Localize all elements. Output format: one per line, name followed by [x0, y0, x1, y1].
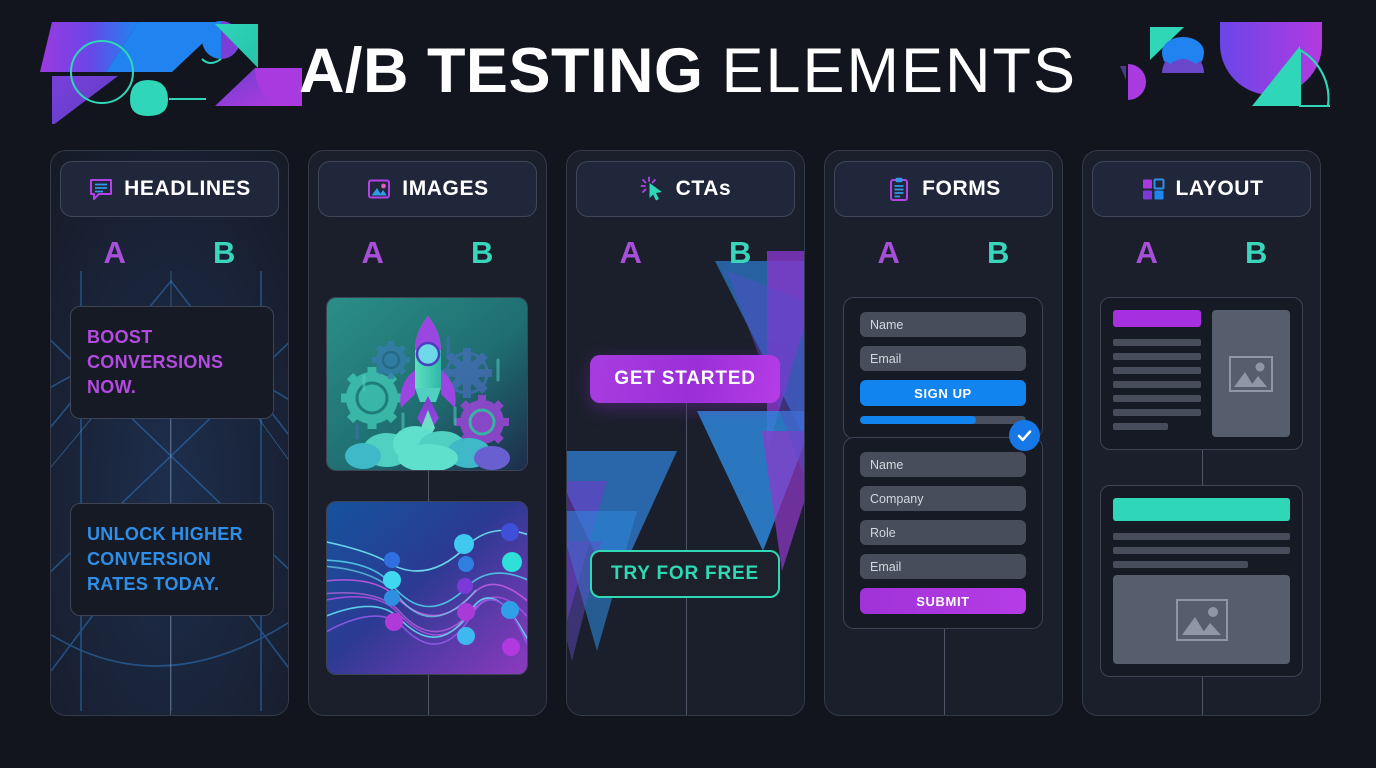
variant-a-label: A	[361, 235, 384, 270]
form-progress-fill	[860, 416, 977, 424]
wireframe-text-line	[1113, 395, 1201, 402]
image-card-a[interactable]	[326, 297, 528, 471]
ab-row-layout: A B	[1092, 229, 1311, 277]
abstract-network-nodes-illustration	[327, 502, 527, 674]
cta-button-b[interactable]: TRY FOR FREE	[590, 550, 780, 598]
chip-label: LAYOUT	[1175, 177, 1264, 200]
form-card-a[interactable]: Name Email SIGN UP	[843, 297, 1043, 439]
headline-text-b: UNLOCK HIGHER CONVERSION RATES TODAY.	[87, 524, 243, 594]
ctas-variants: GET STARTED TRY FOR FREE	[576, 277, 795, 715]
wireframe-a-header-bar	[1113, 310, 1201, 327]
headlines-variants: BOOST CONVERSIONS NOW. UNLOCK HIGHER CON…	[60, 277, 279, 715]
wireframe-b-header-bar	[1113, 498, 1290, 521]
column-ctas[interactable]: CTAs A B GET STARTED TRY FOR FREE	[566, 150, 805, 716]
wireframe-card-a[interactable]	[1100, 297, 1303, 450]
title-bold: A/B TESTING	[298, 36, 704, 106]
chip-label: FORMS	[922, 177, 1001, 200]
column-forms[interactable]: FORMS A B Name Email SIGN UP	[824, 150, 1063, 716]
variant-a-label: A	[1135, 235, 1158, 270]
wireframe-text-line	[1113, 533, 1290, 540]
variant-b-label: B	[1245, 235, 1268, 270]
wireframe-text-line	[1113, 339, 1201, 346]
headline-card-a[interactable]: BOOST CONVERSIONS NOW.	[70, 306, 274, 419]
chip-layout[interactable]: LAYOUT	[1092, 161, 1311, 217]
success-check-badge	[1009, 420, 1040, 451]
variant-a-label: A	[877, 235, 900, 270]
grid-squares-icon	[1140, 176, 1166, 202]
wireframe-card-b[interactable]	[1100, 485, 1303, 677]
ab-row-images: A B	[318, 229, 537, 277]
check-mark-icon	[1017, 430, 1032, 442]
clipboard-icon	[886, 176, 912, 202]
submit-button[interactable]: SUBMIT	[860, 588, 1026, 614]
variant-b-label: B	[471, 235, 494, 270]
speech-bubble-icon	[88, 176, 114, 202]
page-header: A/B TESTING ELEMENTS	[0, 0, 1376, 140]
columns-container: HEADLINES A B BOOST CONVERSIONS NOW. UNL…	[50, 150, 1330, 720]
page-title: A/B TESTING ELEMENTS	[0, 36, 1376, 106]
form-field-company[interactable]: Company	[860, 486, 1026, 511]
form-field-name[interactable]: Name	[860, 452, 1026, 477]
chip-label: IMAGES	[402, 177, 489, 200]
picture-icon	[366, 176, 392, 202]
form-progress-bar	[860, 416, 1026, 424]
wireframe-text-line	[1113, 353, 1201, 360]
form-field-role[interactable]: Role	[860, 520, 1026, 545]
variant-b-label: B	[213, 235, 236, 270]
form-field-email[interactable]: Email	[860, 346, 1026, 371]
wireframe-text-line	[1113, 561, 1248, 568]
form-field-name[interactable]: Name	[860, 312, 1026, 337]
wireframe-text-line	[1113, 409, 1201, 416]
images-variants	[318, 277, 537, 715]
image-placeholder-icon	[1175, 598, 1228, 641]
wireframe-b-image-placeholder	[1113, 575, 1290, 664]
wireframe-a-text-lines	[1113, 339, 1201, 437]
image-placeholder-icon	[1229, 355, 1273, 392]
form-field-email[interactable]: Email	[860, 554, 1026, 579]
geometric-decoration-right	[1100, 14, 1340, 129]
wireframe-text-line	[1113, 367, 1201, 374]
variant-a-label: A	[619, 235, 642, 270]
wireframe-a-image-placeholder	[1212, 310, 1290, 437]
variant-b-label: B	[987, 235, 1010, 270]
chip-ctas[interactable]: CTAs	[576, 161, 795, 217]
headline-text-a: BOOST CONVERSIONS NOW.	[87, 327, 224, 397]
layout-variants	[1092, 277, 1311, 715]
geometric-decoration-left	[40, 14, 320, 129]
wireframe-text-line	[1113, 423, 1168, 430]
wireframe-a-text-column	[1113, 310, 1201, 437]
wireframe-b-text-lines	[1113, 533, 1290, 575]
variant-b-label: B	[729, 235, 752, 270]
headline-card-b[interactable]: UNLOCK HIGHER CONVERSION RATES TODAY.	[70, 503, 274, 616]
signup-button[interactable]: SIGN UP	[860, 380, 1026, 406]
chip-label: HEADLINES	[124, 177, 251, 200]
chip-forms[interactable]: FORMS	[834, 161, 1053, 217]
title-light: ELEMENTS	[721, 36, 1078, 106]
rocket-launch-gears-illustration	[327, 298, 527, 470]
forms-variants: Name Email SIGN UP Name Company Role	[834, 277, 1053, 715]
cta-button-a[interactable]: GET STARTED	[590, 355, 780, 403]
ab-row-forms: A B	[834, 229, 1053, 277]
wireframe-text-line	[1113, 547, 1290, 554]
ab-row-ctas: A B	[576, 229, 795, 277]
column-images[interactable]: IMAGES A B	[308, 150, 547, 716]
column-headlines[interactable]: HEADLINES A B BOOST CONVERSIONS NOW. UNL…	[50, 150, 289, 716]
wireframe-text-line	[1113, 381, 1201, 388]
chip-images[interactable]: IMAGES	[318, 161, 537, 217]
column-layout[interactable]: LAYOUT A B	[1082, 150, 1321, 716]
variant-a-label: A	[103, 235, 126, 270]
ab-row-headlines: A B	[60, 229, 279, 277]
form-card-b[interactable]: Name Company Role Email SUBMIT	[843, 437, 1043, 629]
cursor-click-icon	[640, 176, 666, 202]
chip-label: CTAs	[675, 177, 732, 200]
chip-headlines[interactable]: HEADLINES	[60, 161, 279, 217]
image-card-b[interactable]	[326, 501, 528, 675]
